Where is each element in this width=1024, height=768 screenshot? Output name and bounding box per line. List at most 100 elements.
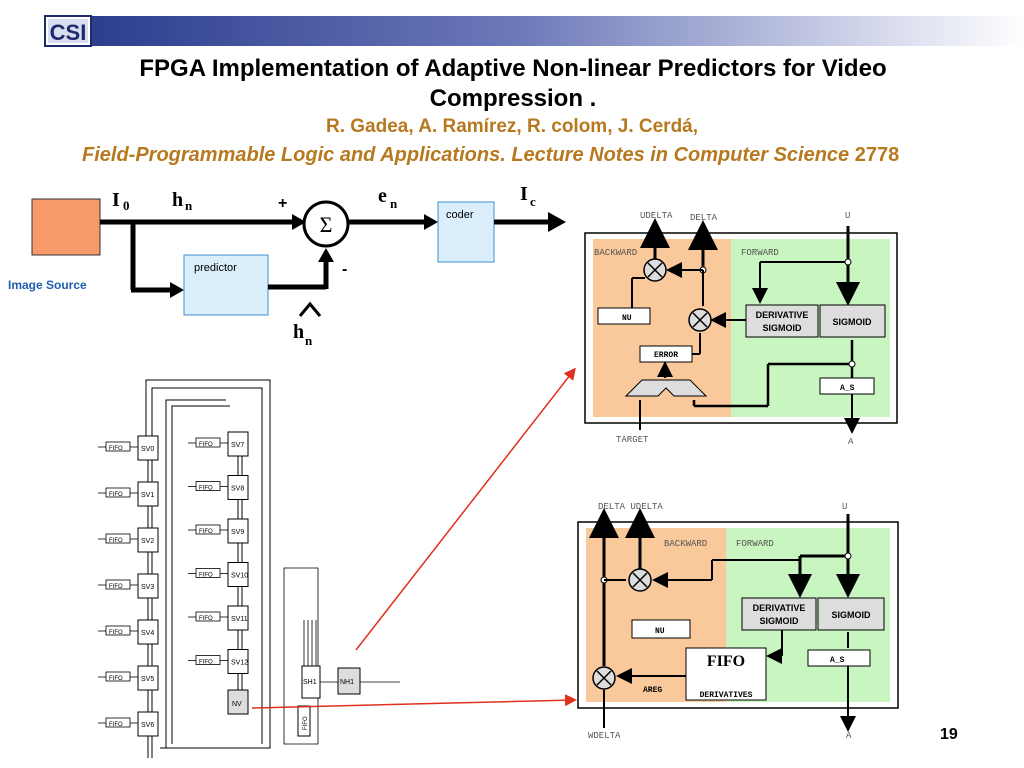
a-s-label: A_S — [830, 656, 845, 665]
fifo-box — [105, 579, 131, 590]
fifo-label: FIFO — [109, 446, 123, 452]
derivative-sigmoid-box — [745, 304, 819, 338]
ic-label: I — [520, 183, 528, 205]
neuron-diagram-top: UDELTA DELTA U BACKWARD FORWARD NU DERIV… — [584, 211, 898, 447]
sv-left-cell-label: SV2 — [141, 538, 154, 545]
sv-left-cell-label: SV4 — [141, 630, 154, 637]
backward-label: BACKWARD — [594, 248, 637, 258]
sv-right-cell-label: SV11 — [231, 616, 248, 623]
fifo-label: FIFO — [199, 660, 213, 666]
sigmoid-label: SIGMOID — [832, 317, 872, 327]
error-label: ERROR — [654, 351, 678, 360]
fifo-label: FIFO — [199, 529, 213, 535]
fifo-label-vertical: FIFO — [303, 716, 309, 730]
sv-right-cell-label: SV8 — [231, 486, 244, 493]
nh1-box — [337, 667, 361, 695]
nu-box — [597, 307, 651, 325]
subtractor-shape — [624, 379, 708, 397]
fifo-box — [195, 481, 221, 491]
sv-left-cell-label: SV0 — [141, 446, 154, 453]
header-gradient-bar — [92, 16, 1024, 46]
fifo-box — [105, 671, 131, 682]
neuron-diagram-bottom: DELTA UDELTA U BACKWARD FORWARD DERIVATI… — [577, 502, 899, 741]
sv-right-cell-label: SV7 — [231, 442, 244, 449]
pointer-arrow-bottom — [251, 694, 577, 709]
hn-label: h — [172, 189, 183, 211]
a-label: A — [848, 437, 854, 447]
en-sub: n — [390, 196, 398, 211]
slide-title: FPGA Implementation of Adaptive Non-line… — [80, 54, 946, 114]
sv-left-cell-label: SV6 — [141, 722, 154, 729]
derivative-label-2: SIGMOID — [759, 616, 799, 626]
predictor-label: predictor — [194, 262, 237, 274]
derivative-label-1: DERIVATIVE — [756, 310, 809, 320]
fifo-label: FIFO — [199, 616, 213, 622]
derivative-sigmoid-box — [741, 597, 817, 631]
udelta-label: UDELTA — [640, 211, 673, 221]
venue: Field-Programmable Logic and Application… — [82, 144, 899, 167]
a-s-box — [819, 377, 875, 395]
a-s-label: A_S — [840, 384, 855, 393]
fifo-label: FIFO — [199, 486, 213, 492]
hhat-label: h — [293, 321, 304, 343]
wdelta-label: WDELTA — [588, 731, 621, 741]
fifo-label: FIFO — [109, 538, 123, 544]
pointer-arrow-top — [355, 367, 576, 651]
sigmoid-box — [817, 597, 885, 631]
venue-volume: 2778 — [854, 144, 900, 166]
forward-label: FORWARD — [736, 539, 774, 549]
derivative-label-2: SIGMOID — [762, 323, 802, 333]
sv-right-cell-label: SV12 — [231, 660, 248, 667]
coder-label: coder — [446, 209, 474, 221]
fifo-box — [105, 717, 131, 728]
fifo-box — [105, 441, 131, 452]
i0-sub: 0 — [123, 198, 130, 213]
nv-label: NV — [232, 701, 242, 708]
nh1-label: NH1 — [340, 679, 354, 686]
venue-name: Field-Programmable Logic and Application… — [82, 144, 850, 166]
fifo-label: FIFO — [199, 442, 213, 448]
target-label: TARGET — [616, 435, 649, 445]
nu-label: NU — [655, 627, 665, 636]
authors: R. Gadea, A. Ramírez, R. colom, J. Cerdá… — [326, 116, 699, 137]
fifo-label: FIFO — [109, 722, 123, 728]
title-line-2: Compression . — [429, 85, 597, 112]
fifo-box — [195, 611, 221, 622]
delta-label: DELTA — [690, 213, 718, 223]
page-number: 19 — [940, 726, 958, 743]
fifo-label: FIFO — [199, 573, 213, 579]
image-source-box — [31, 198, 101, 256]
fifo-box — [195, 568, 221, 578]
fifo-box — [195, 437, 221, 448]
forward-label: FORWARD — [741, 248, 779, 258]
i0-label: I — [112, 189, 120, 211]
sv-right-cell-label: SV9 — [231, 529, 244, 536]
fifo-label: FIFO — [109, 584, 123, 590]
u-label: U — [842, 502, 847, 512]
en-label: e — [378, 185, 387, 207]
sv-left-cell-label: SV3 — [141, 584, 154, 591]
derivative-label-1: DERIVATIVE — [753, 603, 806, 613]
a-s-box — [807, 649, 871, 667]
fifo-box — [105, 487, 131, 498]
sum-symbol: Σ — [320, 212, 333, 237]
sv-left-cell-label: SV5 — [141, 676, 154, 683]
fifo-box — [195, 524, 221, 535]
areg-label: AREG — [643, 686, 662, 695]
delta-udelta-label: DELTA UDELTA — [598, 502, 663, 512]
fifo-label: FIFO — [109, 676, 123, 682]
fifo-box — [195, 655, 221, 665]
predictor-block-diagram: Image Source predictor Σ coder I 0 h n +… — [8, 183, 566, 348]
fifo-box — [105, 533, 131, 544]
fifo-box — [105, 625, 131, 636]
u-label: U — [845, 211, 850, 221]
sigmoid-label: SIGMOID — [831, 610, 871, 620]
ic-sub: c — [530, 194, 536, 209]
sh1-label: SH1 — [303, 679, 317, 686]
hat-symbol — [298, 301, 322, 317]
derivatives-label: DERIVATIVES — [700, 691, 753, 700]
hhat-sub: n — [305, 333, 313, 348]
coder-box — [437, 201, 495, 263]
